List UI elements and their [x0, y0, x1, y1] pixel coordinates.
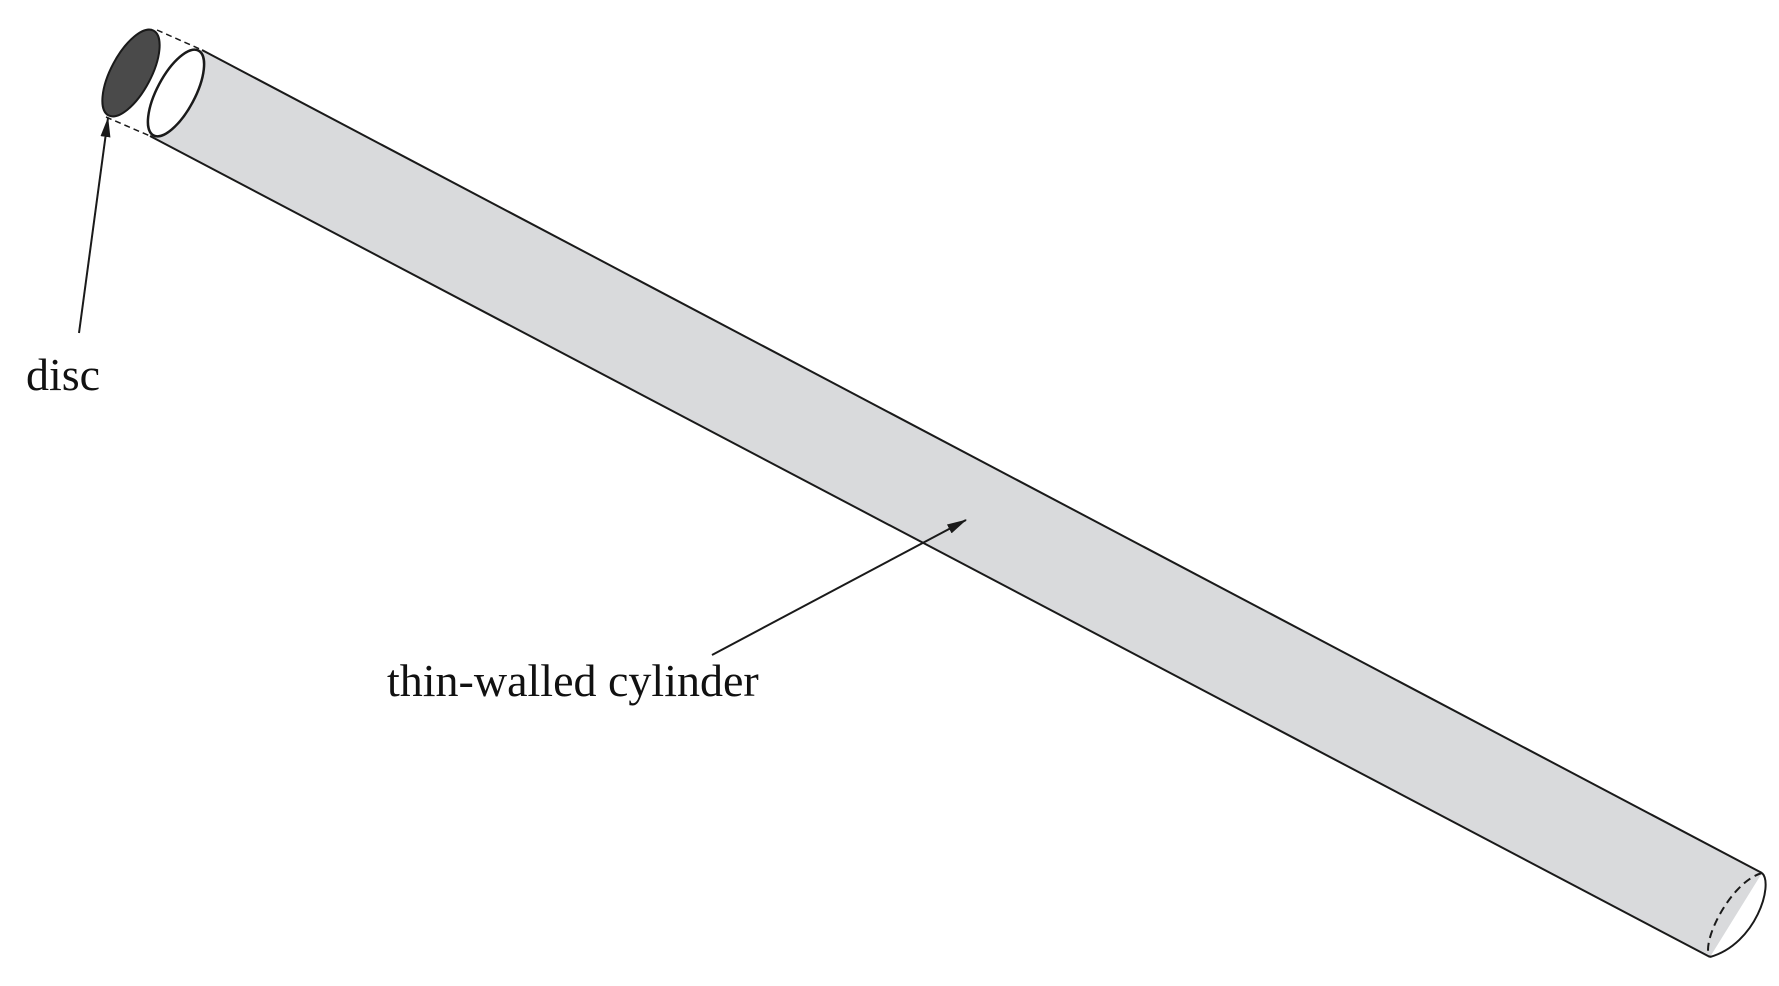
disc-shape	[101, 28, 161, 118]
cylinder-far-end-hidden	[1707, 872, 1763, 958]
cylinder-label: thin-walled cylinder	[387, 655, 759, 706]
disc-leader-arrow	[78, 117, 111, 334]
cylinder-far-end-visible	[1709, 872, 1767, 958]
cylinder-bottom-edge	[149, 135, 1711, 958]
disc-connector-top	[156, 29, 203, 51]
cylinder-body	[150, 50, 1762, 957]
disc-connector-bottom	[105, 116, 151, 137]
cylinder-top-edge	[201, 49, 1763, 874]
cylinder-near-end-ring	[146, 48, 206, 138]
cylinder-leader-arrow	[711, 519, 967, 656]
disc-label: disc	[26, 349, 100, 400]
